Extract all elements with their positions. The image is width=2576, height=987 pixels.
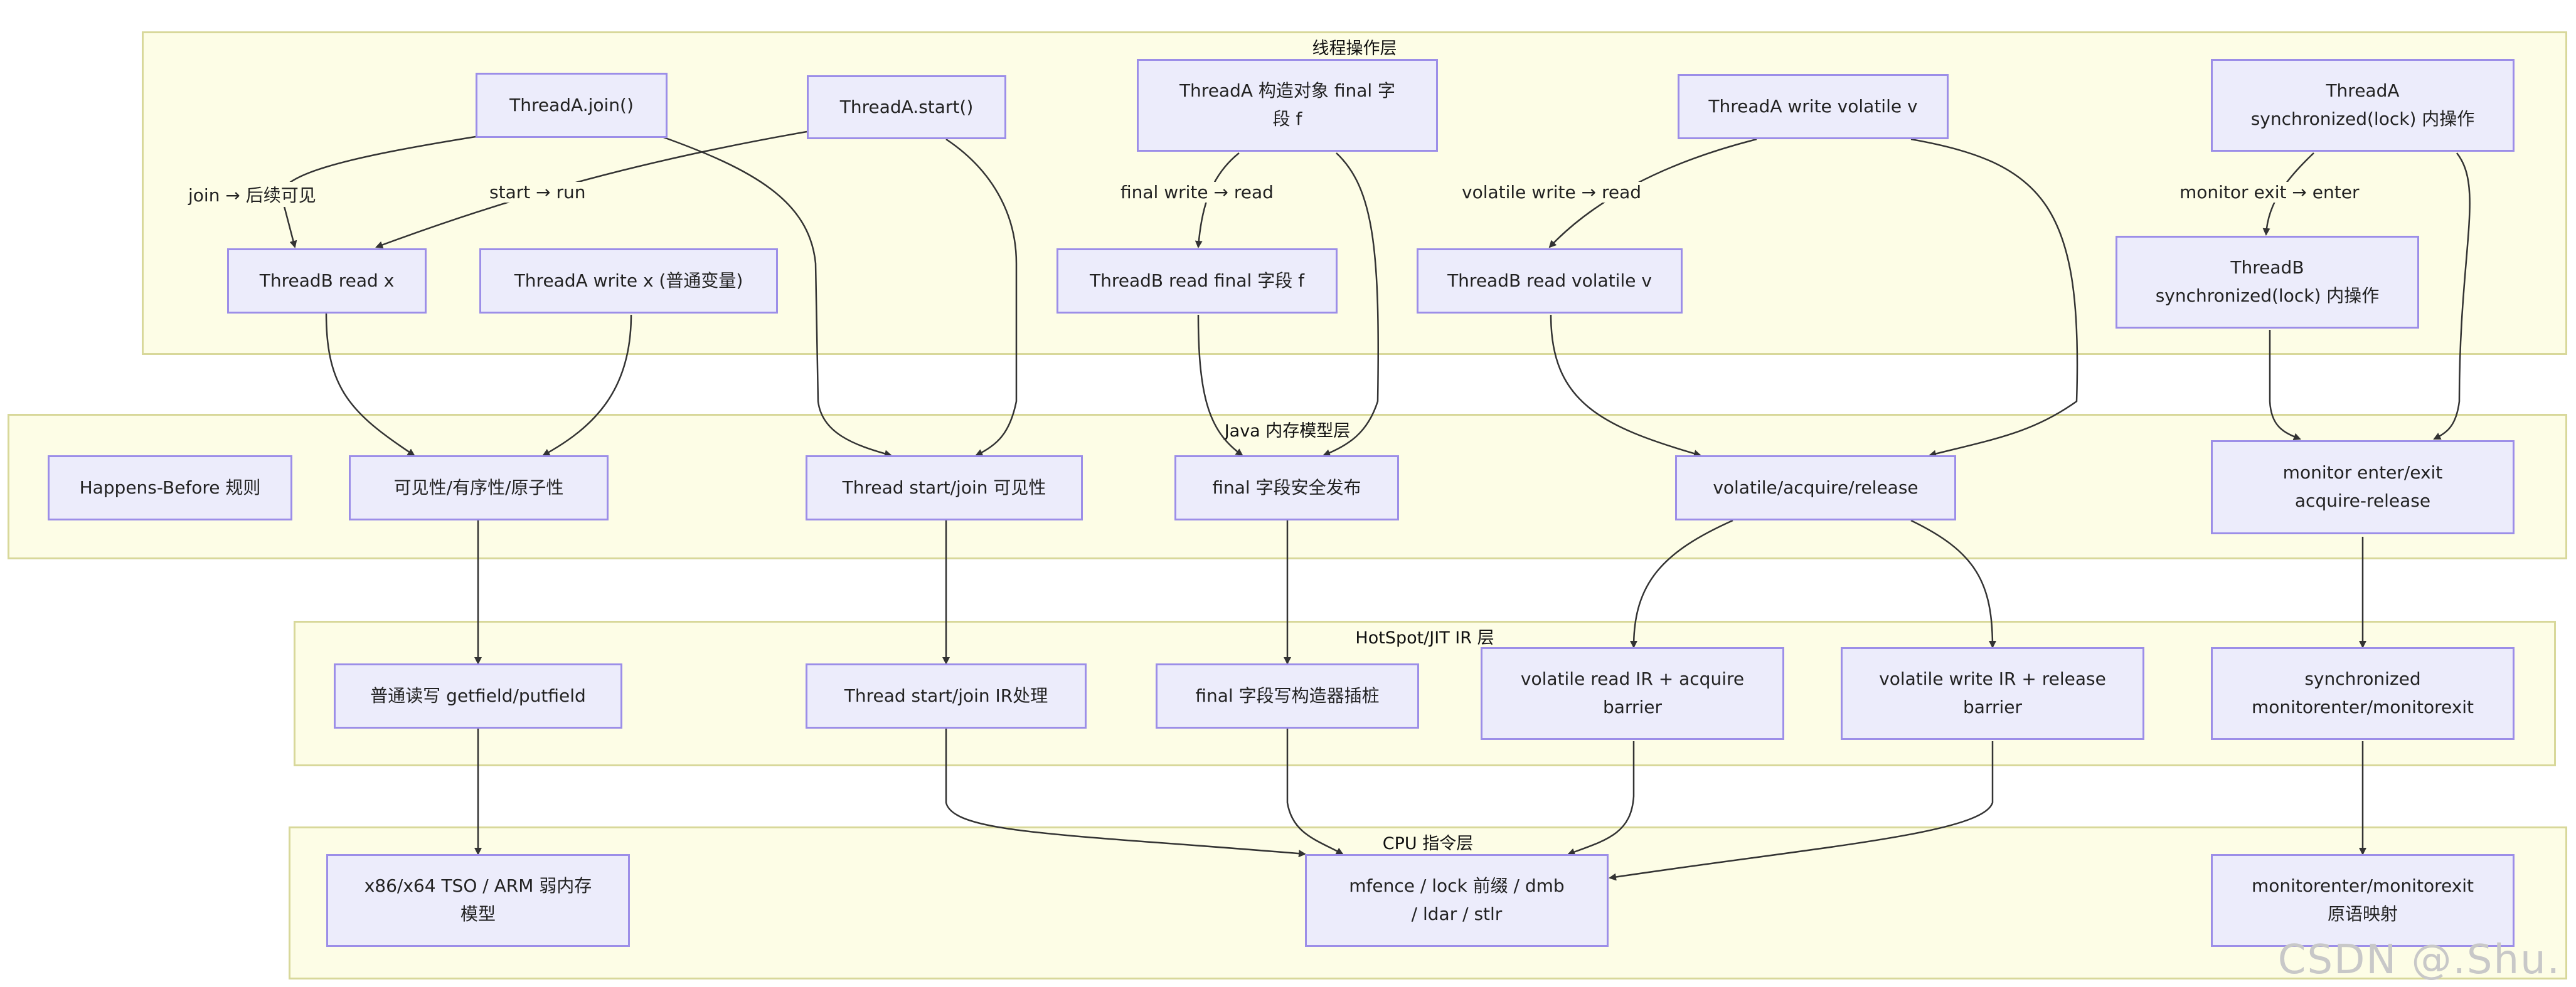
edge-readx-visibility	[325, 313, 415, 457]
edge-start-threadvis	[945, 138, 1018, 457]
node-thread-start-join-vis: Thread start/join 可见性	[806, 455, 1083, 520]
edge-volrel-volread	[1630, 519, 1733, 648]
edge-finalctor-mfence	[1286, 727, 1344, 855]
edge-readvol-volrel	[1550, 314, 1701, 458]
edge-volA-volrel	[1910, 138, 2078, 458]
edge-volread-mfence	[1567, 741, 1635, 856]
node-threadB-read-volatile: ThreadB read volatile v	[1417, 248, 1683, 314]
node-volatile-acq-rel: volatile/acquire/release	[1675, 455, 1956, 520]
edge-threadir-mfence	[945, 727, 1306, 858]
edge-join-threadvis	[661, 135, 892, 458]
jmm-layer-title: Java 内存模型层	[1224, 421, 1351, 441]
edge-label-monitor: monitor exit → enter	[2177, 182, 2362, 203]
node-mfence: mfence / lock 前缀 / dmb/ ldar / stlr	[1305, 854, 1609, 947]
node-threadA-write-x: ThreadA write x (普通变量)	[479, 248, 778, 314]
edge-label-join: join → 后续可见	[186, 182, 319, 207]
edge-writex-visibility	[542, 314, 632, 457]
edge-finalA-safepub	[1323, 152, 1380, 457]
node-final-safe-publish: final 字段安全发布	[1174, 455, 1399, 520]
edge-start-readx	[375, 130, 807, 249]
edge-label-volatile: volatile write → read	[1459, 182, 1644, 203]
edge-label-final: final write → read	[1118, 182, 1276, 203]
edge-readfinal-safepub	[1197, 314, 1243, 457]
edge-volwrite-mfence	[1609, 741, 1994, 881]
node-threadA-volatile: ThreadA write volatile v	[1678, 74, 1949, 139]
node-final-ctor: final 字段写构造器插桩	[1156, 663, 1419, 729]
jit-layer: HotSpot/JIT IR 层	[294, 621, 2556, 766]
watermark: CSDN @.Shu.	[2277, 937, 2561, 983]
node-threadA-final: ThreadA 构造对象 final 字段 f	[1137, 59, 1438, 152]
node-threadB-read-final: ThreadB read final 字段 f	[1056, 248, 1338, 314]
node-getfield-putfield: 普通读写 getfield/putfield	[334, 663, 622, 729]
node-tso: x86/x64 TSO / ARM 弱内存模型	[326, 854, 630, 947]
node-thread-ir: Thread start/join IR处理	[806, 663, 1087, 729]
node-hb-rules: Happens-Before 规则	[48, 455, 292, 520]
edge-syncA-monitor	[2433, 152, 2471, 440]
edge-volrel-volwrite	[1910, 519, 1996, 648]
jit-layer-title: HotSpot/JIT IR 层	[1355, 628, 1494, 648]
node-threadA-start: ThreadA.start()	[807, 75, 1006, 139]
node-visibility: 可见性/有序性/原子性	[349, 455, 609, 520]
node-threadA-join: ThreadA.join()	[476, 73, 668, 138]
thread-ops-layer-title: 线程操作层	[1312, 39, 1397, 58]
edge-label-start: start → run	[487, 182, 588, 203]
edge-syncB-monitor	[2269, 330, 2301, 441]
cpu-layer-title: CPU 指令层	[1382, 834, 1474, 853]
node-threadB-read-x: ThreadB read x	[227, 248, 427, 314]
